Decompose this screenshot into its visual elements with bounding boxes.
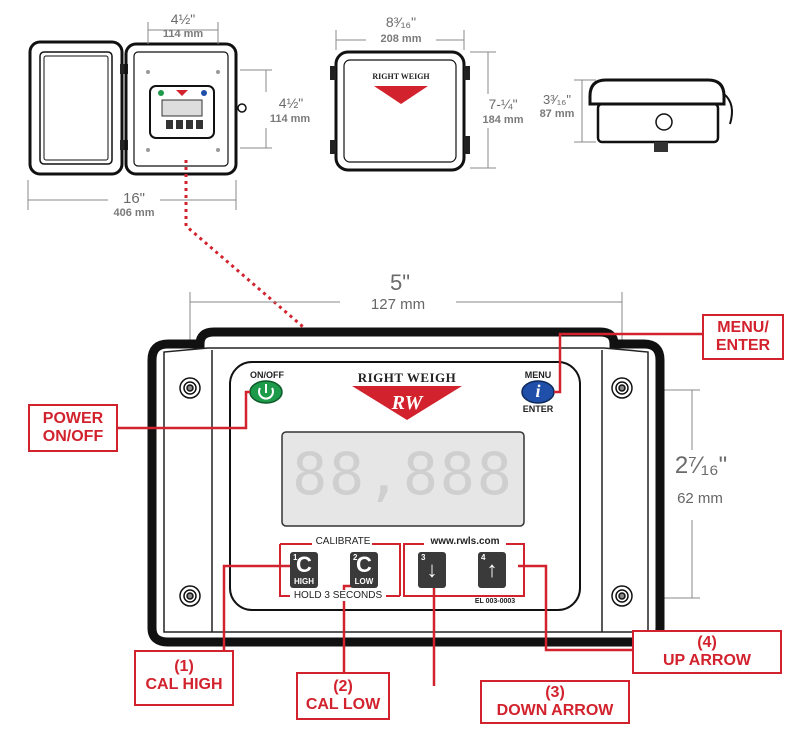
lcd-display [281,431,525,527]
zoom-connector-line [184,160,317,340]
menu-label: MENU [524,370,552,380]
power-button[interactable] [254,381,278,403]
closed-height-inches: 7-¼" [478,96,528,112]
key-sub-label: HIGH [294,577,314,586]
closed-width-inches: 8³⁄₁₆" [385,14,417,30]
closed-dimension-lines [335,30,496,169]
up-arrow-icon: ↑ [486,557,498,582]
callout-text: UP ARROW [663,652,751,669]
open-height-mm: 114 mm [269,113,311,125]
hold-seconds-label: HOLD 3 SECONDS [290,590,386,601]
key-glyph: C [356,552,372,577]
enter-label: ENTER [522,404,554,414]
panel-width-inches: 5" [389,270,411,295]
rw-logo-mark: RW [391,392,423,414]
key-glyph: C [296,552,312,577]
side-depth-mm: 87 mm [539,108,575,120]
cal-low-key[interactable]: 2 C LOW [350,552,378,588]
callout-number: (1) [174,658,194,675]
down-arrow-icon: ↓ [426,557,438,582]
rw-logo-triangle [352,386,462,420]
closed-brand-text: RIGHT WEIGH [372,72,430,81]
website-label: www.rwls.com [424,536,506,547]
side-dimension-lines [574,79,596,143]
panel-height-inches: 2⁷⁄₁₆" [674,452,728,479]
callout-number: (2) [333,678,353,695]
key-number: 1 [293,553,298,562]
open-overall-mm: 406 mm [113,207,155,219]
open-width-inches: 4½" [170,11,196,27]
panel-brand-text: RIGHT WEIGH [357,370,457,385]
closed-width-mm: 208 mm [366,33,436,45]
callout-text: CAL LOW [305,696,381,713]
open-enclosure-drawing [28,40,247,176]
key-number: 2 [353,553,358,562]
callout-up-arrow: (4) UP ARROW [632,630,782,674]
callout-menu-enter: MENU/ ENTER [702,314,784,360]
callout-number: (4) [697,634,717,651]
callout-down-arrow: (3) DOWN ARROW [480,680,630,724]
callout-cal-low: (2) CAL LOW [296,672,390,720]
model-label: EL 003-0003 [474,598,516,605]
callout-number: (3) [545,684,565,701]
lcd-digits: 88,888 [292,440,514,508]
callout-text: CAL HIGH [145,676,223,693]
down-arrow-key[interactable]: 3 ↓ [418,552,446,588]
closed-height-mm: 184 mm [472,114,534,126]
key-number: 4 [481,553,486,562]
onoff-label: ON/OFF [250,370,284,380]
callout-cal-high: (1) CAL HIGH [134,650,234,706]
callout-text: DOWN ARROW [496,702,614,719]
side-view-drawing [588,78,733,152]
open-overall-inches: 16" [122,190,145,207]
calibrate-label: CALIBRATE [314,536,372,547]
callout-power: POWER ON/OFF [28,404,118,452]
panel-drawing [147,292,700,647]
open-width-mm: 114 mm [162,28,204,40]
open-dimension-lines [27,22,272,210]
closed-enclosure-drawing [330,50,470,172]
panel-height-mm: 62 mm [677,490,723,507]
key-sub-label: LOW [354,577,374,586]
key-number: 3 [421,553,426,562]
side-depth-inches: 3³⁄₁₆" [543,92,571,107]
open-height-inches: 4½" [278,95,304,111]
up-arrow-key[interactable]: 4 ↑ [478,552,506,588]
menu-enter-button[interactable]: i [535,381,541,401]
panel-width-mm: 127 mm [370,296,426,313]
cal-high-key[interactable]: 1 C HIGH [290,552,318,588]
